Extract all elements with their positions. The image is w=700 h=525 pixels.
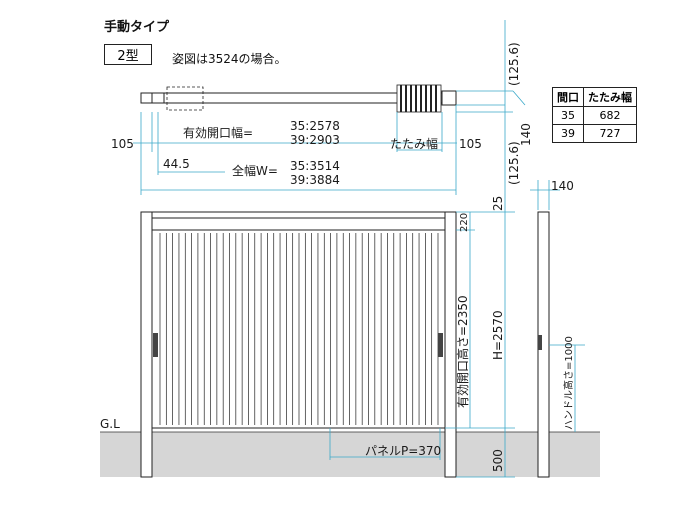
table-row: 39 727 — [552, 124, 637, 143]
plan-dim-right: 105 — [459, 137, 482, 151]
top-rail — [151, 211, 446, 219]
plan-dim-left: 105 — [111, 137, 134, 151]
plan-dim-depth: 140 — [519, 123, 533, 146]
side-dim-width: 140 — [551, 179, 574, 193]
plan-total-width-35: 35:3514 — [290, 159, 340, 173]
right-handle — [438, 333, 443, 357]
plan-left-post — [151, 92, 165, 104]
dim-220: 220 — [459, 213, 470, 232]
plan-dim-offset: 44.5 — [163, 157, 190, 171]
plan-total-width-39: 39:3884 — [290, 173, 340, 187]
plan-effective-width-label: 有効開口幅= — [183, 125, 253, 140]
front-elevation: G.L 25 220 有効開口高さ=2350 H=2570 500 パネルP=3… — [100, 150, 600, 478]
plan-dim-top-right: (125.6) — [507, 42, 521, 86]
right-post — [444, 211, 457, 478]
table-header-fold-width: たたみ幅 — [583, 87, 637, 107]
plan-right-post — [441, 90, 457, 106]
left-handle — [153, 333, 158, 357]
plan-view: 105 有効開口幅= 35:2578 39:2903 たたみ幅 105 44.5… — [111, 20, 533, 195]
embed-depth: 500 — [491, 449, 505, 472]
handle-height: ハンドル高さ=1000 — [562, 336, 575, 430]
dim-top: 25 — [491, 196, 505, 211]
table-header-frontage: 間口 — [552, 87, 584, 107]
ground-label: G.L — [100, 417, 120, 431]
plan-dim-bottom-right: (125.6) — [507, 141, 521, 185]
plan-effective-width-39: 39:2903 — [290, 133, 340, 147]
ground-fill — [100, 432, 600, 477]
plan-total-width-label: 全幅W= — [232, 163, 278, 178]
side-handle — [538, 335, 542, 350]
plan-effective-width-35: 35:2578 — [290, 119, 340, 133]
plan-folded-panels — [396, 84, 442, 113]
table-cell: 727 — [583, 124, 637, 143]
gate-slats — [159, 233, 439, 425]
drawing-note: 姿図は3524の場合。 — [172, 52, 287, 66]
page-heading: 手動タイプ — [104, 20, 170, 35]
effective-height: 有効開口高さ=2350 — [455, 295, 470, 408]
total-height: H=2570 — [491, 310, 505, 360]
left-post — [140, 211, 153, 478]
panel-pitch: パネルP=370 — [365, 444, 441, 458]
model-label: 2型 — [104, 44, 152, 65]
side-view: 140 ハンドル高さ=1000 — [530, 179, 585, 478]
plan-fold-label: たたみ幅 — [390, 136, 438, 151]
table-cell: 39 — [552, 124, 584, 143]
plan-left-leaf — [166, 86, 204, 111]
fold-width-table: 間口 たたみ幅 35 682 39 727 — [552, 87, 637, 143]
gate-frame — [151, 229, 446, 429]
